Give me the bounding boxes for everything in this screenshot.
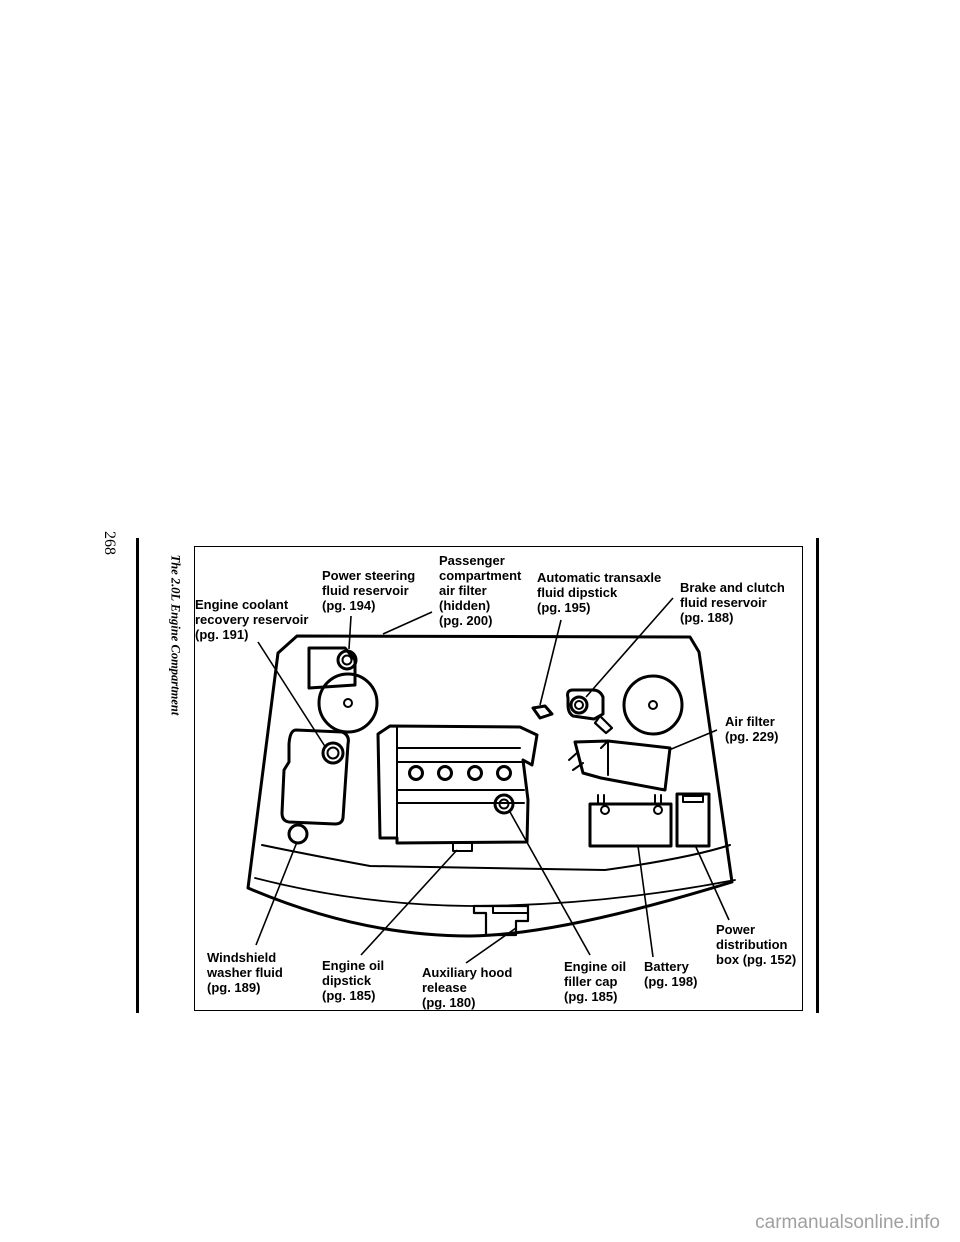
label-brake-clutch: Brake and clutch fluid reservoir (pg. 18… <box>680 580 785 625</box>
cylinder-1 <box>408 765 424 781</box>
hood-release <box>472 904 530 937</box>
label-power-distribution: Power distribution box (pg. 152) <box>716 922 797 967</box>
watermark: carmanualsonline.info <box>755 1212 940 1233</box>
coolant-cap-inner <box>326 746 340 760</box>
left-rule <box>136 538 139 1013</box>
air-filter-inner <box>600 740 609 776</box>
leader-air-filter <box>668 729 718 751</box>
leader-power-steering <box>348 615 352 650</box>
coolant-reservoir <box>280 728 350 826</box>
power-distribution-box <box>675 792 711 848</box>
brake-reservoir-cap-inner <box>574 700 584 710</box>
right-pulley-hub <box>648 700 658 710</box>
right-rule <box>816 538 819 1013</box>
bumper-line-upper <box>261 844 731 871</box>
cylinder-3 <box>467 765 483 781</box>
air-filter-duct <box>568 751 584 771</box>
battery-terminal-right <box>654 794 662 804</box>
engine-diagram-frame <box>194 546 803 1011</box>
power-steering-reservoir <box>307 646 357 690</box>
left-pulley-hub <box>343 698 353 708</box>
battery-terminal-left <box>597 794 605 804</box>
leader-oil-dipstick <box>360 849 458 956</box>
battery-vent-left <box>600 805 610 815</box>
label-battery: Battery (pg. 198) <box>644 959 698 989</box>
label-oil-filler-cap: Engine oil filler cap (pg. 185) <box>564 959 627 1004</box>
leader-battery <box>637 845 654 958</box>
transaxle-dipstick-handle <box>531 704 554 720</box>
power-steering-cap-inner <box>341 654 353 666</box>
label-transaxle-dipstick: Automatic transaxle fluid dipstick (pg. … <box>537 570 662 615</box>
leader-transaxle-dipstick <box>539 619 562 706</box>
leader-hood-release <box>465 927 517 964</box>
label-air-filter: Air filter (pg. 229) <box>725 714 779 744</box>
cylinder-2 <box>437 765 453 781</box>
cylinder-4 <box>496 765 512 781</box>
compartment-outline <box>246 634 734 938</box>
washer-fluid-cap <box>287 823 309 845</box>
battery-vent-right <box>653 805 663 815</box>
right-pulley <box>622 674 684 736</box>
leader-brake-clutch <box>585 597 674 698</box>
label-hood-release: Auxiliary hood release (pg. 180) <box>422 965 513 1010</box>
left-pulley <box>317 672 379 734</box>
oil-filler-cap <box>493 793 515 815</box>
coolant-cap <box>321 741 345 765</box>
oil-filler-cap-inner <box>498 798 510 810</box>
brake-reservoir <box>566 688 605 721</box>
leader-oil-filler-cap <box>509 811 591 956</box>
oil-dipstick-handle <box>452 842 473 852</box>
label-engine-coolant: Engine coolant recovery reservoir (pg. 1… <box>195 597 309 642</box>
label-passenger-air-filter: Passenger compartment air filter (hidden… <box>439 553 522 628</box>
bumper-line-lower <box>254 877 736 907</box>
brake-reservoir-fitting <box>593 714 614 735</box>
leader-passenger-air-filter <box>382 611 433 635</box>
brake-reservoir-cap <box>569 695 589 715</box>
leader-engine-coolant <box>257 641 327 749</box>
power-distribution-lid <box>682 795 704 803</box>
label-power-steering: Power steering fluid reservoir (pg. 194) <box>322 568 416 613</box>
label-washer-fluid: Windshield washer fluid (pg. 189) <box>207 950 283 995</box>
hood-release-detail <box>492 905 529 914</box>
leader-power-distribution <box>694 844 730 921</box>
engine-block <box>376 724 539 845</box>
leader-washer-fluid <box>255 841 298 946</box>
air-filter-housing <box>573 739 672 792</box>
battery-box <box>588 802 673 848</box>
power-steering-cap <box>336 649 358 671</box>
label-oil-dipstick: Engine oil dipstick (pg. 185) <box>322 958 385 1003</box>
